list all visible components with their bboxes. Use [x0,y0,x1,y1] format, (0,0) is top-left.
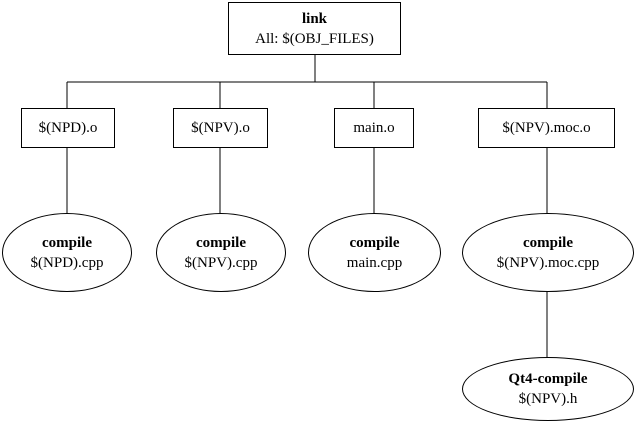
node-compile-main-title: compile [349,234,400,251]
node-npd-o: $(NPD).o [21,108,115,148]
node-npv-moc-o-label: $(NPV).moc.o [502,120,591,136]
node-link-title: link [301,10,328,27]
node-npv-moc-o: $(NPV).moc.o [478,108,615,148]
node-qt4-compile: Qt4-compile $(NPV).h [462,357,634,421]
node-main-o-label: main.o [353,120,395,136]
node-compile-npd-file: $(NPD).cpp [30,254,104,271]
node-compile-npv-moc: compile $(NPV).moc.cpp [462,213,634,292]
node-npv-o: $(NPV).o [173,108,268,148]
node-compile-main-file: main.cpp [346,254,403,271]
node-main-o: main.o [334,108,414,148]
node-compile-npv-moc-title: compile [523,234,573,251]
node-qt4-compile-title: Qt4-compile [508,371,588,387]
node-npv-o-label: $(NPV).o [191,120,250,136]
node-compile-npv-title: compile [196,234,246,251]
node-compile-npv-file: $(NPV).cpp [184,254,258,271]
node-compile-main: compile main.cpp [308,213,441,292]
node-link-subtitle: All: $(OBJ_FILES) [255,30,374,47]
node-compile-npv: compile $(NPV).cpp [156,213,286,292]
node-compile-npd: compile $(NPD).cpp [2,213,132,292]
node-qt4-compile-file: $(NPV).h [518,391,578,407]
node-compile-npd-title: compile [42,234,92,251]
node-link: link All: $(OBJ_FILES) [228,2,401,55]
node-compile-npv-moc-file: $(NPV).moc.cpp [496,254,600,271]
node-npd-o-label: $(NPD).o [38,120,98,136]
